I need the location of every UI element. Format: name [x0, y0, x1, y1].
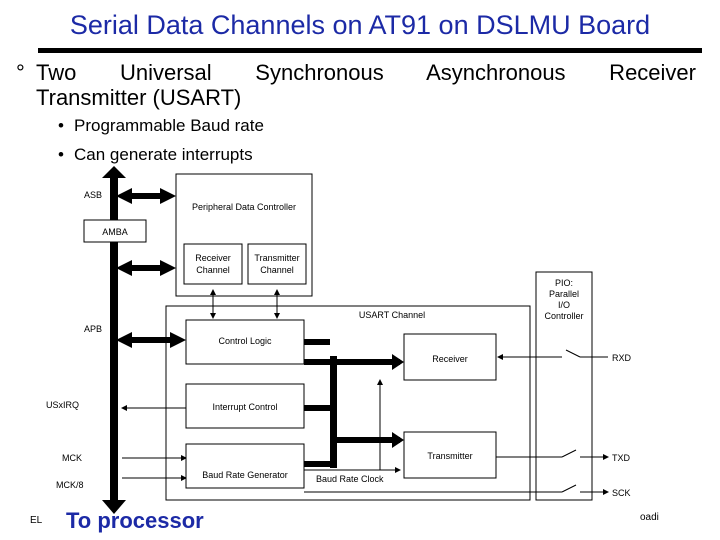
pio-label-3: I/O: [558, 300, 570, 310]
pdc-label: Peripheral Data Controller: [192, 202, 296, 212]
main-bullet-symbol: °: [16, 60, 25, 85]
control-logic-label: Control Logic: [218, 336, 272, 346]
sub-bullet-interrupts: • Can generate interrupts: [58, 145, 253, 165]
transmitter-channel-box: [247, 243, 307, 285]
pio-controller-box: [535, 271, 593, 501]
apb-arrow-right: [170, 332, 186, 348]
main-bullet-line1: Two Universal Synchronous Asynchronous R…: [36, 60, 696, 85]
baud-rate-clock-label: Baud Rate Clock: [316, 474, 384, 484]
pio-label-2: Parallel: [549, 289, 579, 299]
amba-label: AMBA: [102, 227, 128, 237]
transmitter-channel-label-2: Channel: [260, 265, 294, 275]
txd-label: TXD: [612, 453, 631, 463]
pdc-arrow-left: [116, 260, 132, 276]
usart-channel-label: USART Channel: [359, 310, 425, 320]
slide-title: Serial Data Channels on AT91 on DSLMU Bo…: [69, 10, 651, 40]
receiver-channel-box: [183, 243, 243, 285]
title-underline: [38, 48, 702, 53]
main-bullet-line2: Transmitter (USART): [36, 85, 242, 110]
rxd-switch: [565, 349, 581, 358]
sck-label: SCK: [612, 488, 631, 498]
interrupt-control-label: Interrupt Control: [212, 402, 277, 412]
amba-box: [83, 219, 147, 243]
receiver-channel-label-2: Channel: [196, 265, 230, 275]
rxd-label: RXD: [612, 353, 632, 363]
transmitter-channel-label-1: Transmitter: [254, 253, 299, 263]
sck-switch: [561, 484, 577, 493]
system-bus: [110, 178, 118, 500]
transmitter-label: Transmitter: [427, 451, 472, 461]
asb-label: ASB: [84, 190, 102, 200]
pio-label-1: PIO:: [555, 278, 573, 288]
transmitter-box: [403, 431, 497, 479]
asb-arrow-left: [116, 188, 132, 204]
asb-arrow-right: [160, 188, 176, 204]
footer-left-text: EL: [30, 515, 43, 526]
baud-rate-generator-label: Baud Rate Generator: [202, 470, 288, 480]
interrupt-control-box: [185, 383, 305, 429]
transmitter-bus-arrow: [392, 432, 404, 448]
to-processor-label: To processor: [66, 508, 204, 533]
bus-arrow-bottom: [102, 500, 126, 514]
baud-rate-generator-box: [185, 443, 305, 489]
receiver-box: [403, 333, 497, 381]
footer-right-text: oadi: [640, 512, 659, 523]
sub-bullet-symbol: •: [58, 116, 64, 135]
sub-bullet-text: Programmable Baud rate: [74, 116, 264, 135]
txd-switch: [561, 449, 577, 458]
pdc-arrow-right: [160, 260, 176, 276]
sub-bullet-baud: • Programmable Baud rate: [58, 116, 264, 136]
mck8-label: MCK/8: [56, 480, 84, 490]
control-logic-box: [185, 319, 305, 365]
sub-bullet-symbol: •: [58, 145, 64, 164]
internal-bus: [330, 356, 337, 468]
receiver-bus-arrow: [392, 354, 404, 370]
receiver-channel-label-1: Receiver: [195, 253, 231, 263]
apb-label: APB: [84, 324, 102, 334]
sub-bullet-text: Can generate interrupts: [74, 145, 253, 164]
mck-label: MCK: [62, 453, 82, 463]
usxirq-label: USxIRQ: [46, 400, 79, 410]
bus-arrow-top: [102, 166, 126, 178]
receiver-label: Receiver: [432, 354, 468, 364]
apb-arrow-left: [116, 332, 132, 348]
main-bullet: Two Universal Synchronous Asynchronous R…: [36, 60, 696, 110]
pio-label-4: Controller: [544, 311, 583, 321]
usart-channel-box: [165, 305, 531, 501]
